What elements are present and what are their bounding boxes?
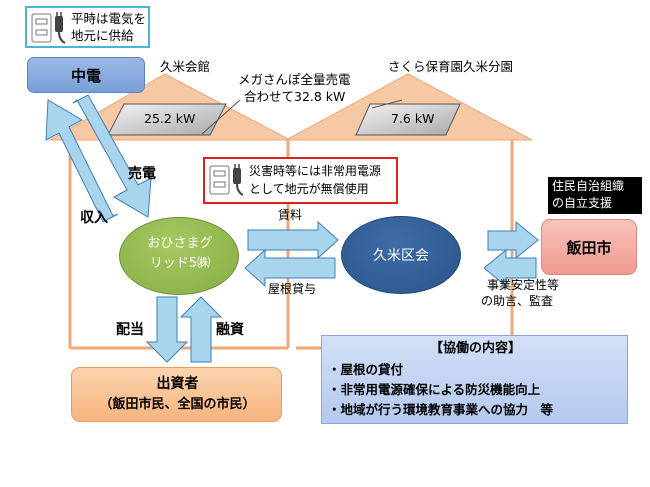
iida-city-box: 飯田市 bbox=[541, 219, 637, 275]
kume-kaikan-label: 久米会館 bbox=[160, 59, 211, 74]
shunyu-label: 収入 bbox=[80, 210, 108, 226]
baiden-label: 売電 bbox=[128, 166, 156, 182]
kume-ku-ellipse: 久米区会 bbox=[341, 216, 461, 294]
ohisama-line1: おひさまグ bbox=[147, 236, 213, 251]
ohisama-ellipse: おひさまグ リッド5㈱ bbox=[119, 217, 239, 295]
arrow-yushi bbox=[179, 296, 223, 363]
mega-note-line2: 合わせて32.8 kW bbox=[244, 89, 346, 104]
outlet-plug-icon bbox=[209, 164, 244, 196]
mega-note-line1: メガさんぽ全量売電 bbox=[238, 72, 351, 87]
sakura-hoikuen-label: さくら保育園久米分園 bbox=[388, 59, 514, 74]
yushi-label: 融資 bbox=[216, 322, 244, 338]
callout-line-mega-2 bbox=[371, 99, 403, 109]
arrow-city-support bbox=[487, 220, 539, 260]
haito-label: 配当 bbox=[116, 322, 144, 338]
chinryo-label: 賃料 bbox=[278, 208, 303, 222]
jigyo-note-line1: 事業安定性等 bbox=[487, 278, 560, 292]
chuden-box: 中電 bbox=[27, 57, 145, 93]
cooperation-item: ・屋根の貸付 bbox=[328, 362, 404, 377]
legend-normal-line1: 平時は電気を bbox=[71, 11, 147, 26]
jigyo-note-line2: の助言、監査 bbox=[481, 294, 554, 308]
solar-panel-sakura bbox=[355, 103, 461, 136]
arrow-city-advice bbox=[483, 248, 537, 288]
investor-line2: （飯田市民、全国の市民） bbox=[99, 397, 256, 412]
cooperation-item: ・非常用電源確保による防災機能向上 bbox=[328, 382, 541, 397]
cooperation-title: 【協働の内容】 bbox=[429, 341, 521, 356]
jumin-box: 住民自治組織 の自立支援 bbox=[548, 177, 642, 214]
arrow-baiden bbox=[72, 94, 152, 218]
iida-city-label: 飯田市 bbox=[566, 238, 612, 257]
jumin-line2: の自立支援 bbox=[552, 196, 613, 210]
cooperation-item: ・地域が行う環境教育事業への協力 等 bbox=[328, 402, 554, 417]
disaster-note-line2: として地元が無償使用 bbox=[249, 182, 369, 196]
arrow-haito bbox=[145, 296, 189, 363]
disaster-note-line1: 災害時等には非常用電源 bbox=[249, 164, 382, 178]
legend-normal-line2: 地元に供給 bbox=[71, 28, 134, 43]
arrow-chinryo bbox=[247, 220, 339, 260]
panel-kume-label: 25.2 kW bbox=[144, 111, 196, 126]
callout-line-mega bbox=[201, 99, 241, 135]
solar-panel-kume bbox=[107, 103, 227, 136]
kume-ku-label: 久米区会 bbox=[373, 248, 429, 264]
outlet-plug-icon bbox=[31, 12, 66, 44]
panel-sakura-label: 7.6 kW bbox=[391, 111, 435, 126]
legend-normal: 平時は電気を 地元に供給 bbox=[25, 6, 150, 48]
investor-line1: 出資者 bbox=[156, 376, 199, 392]
investor-box: 出資者 （飯田市民、全国の市民） bbox=[71, 367, 282, 422]
arrow-yane-taiyo bbox=[244, 248, 336, 288]
jumin-line1: 住民自治組織 bbox=[552, 179, 625, 193]
ohisama-line2: リッド5㈱ bbox=[149, 256, 211, 271]
cooperation-box: 【協働の内容】 ・屋根の貸付 ・非常用電源確保による防災機能向上 ・地域が行う環… bbox=[321, 335, 628, 424]
chuden-label: 中電 bbox=[70, 66, 101, 85]
yane-taiyo-label: 屋根貸与 bbox=[268, 282, 317, 296]
disaster-note: 災害時等には非常用電源 として地元が無償使用 bbox=[203, 157, 398, 204]
arrow-shunyu bbox=[45, 99, 119, 223]
